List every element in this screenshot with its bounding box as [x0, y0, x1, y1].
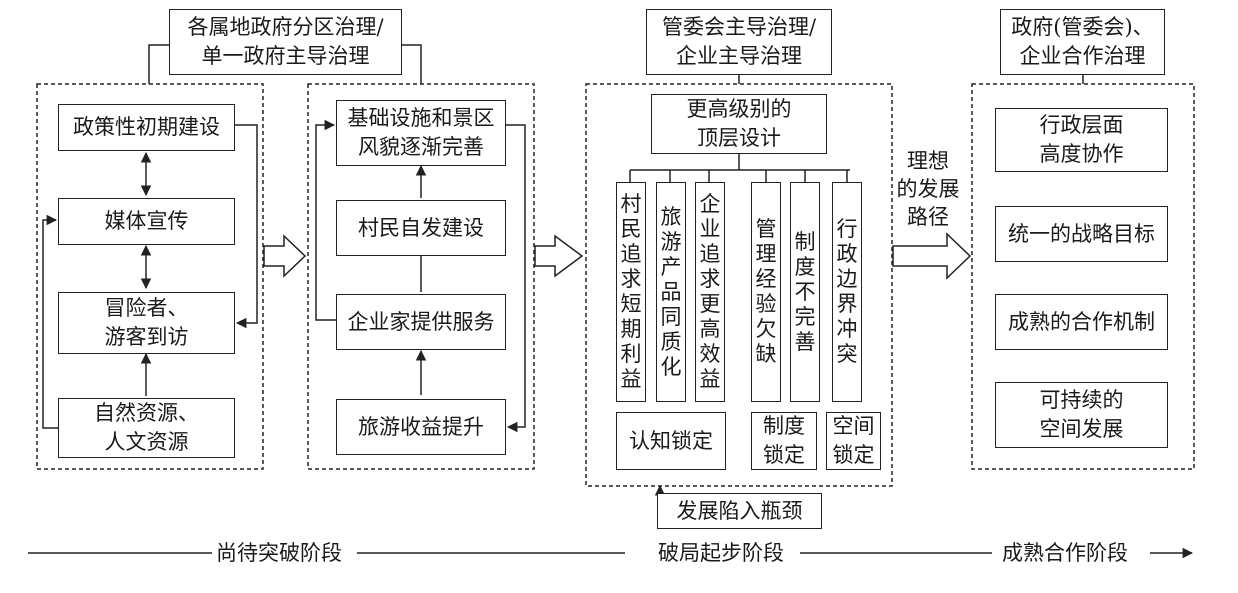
issue-enterprise-efficiency-box: 企业追求更高效益 [695, 182, 725, 402]
sustainable-spatial-development-box: 可持续的 空间发展 [995, 382, 1168, 448]
mature-cooperation-mechanism-box: 成熟的合作机制 [995, 294, 1168, 350]
issue-management-experience-box: 管理经验欠缺 [751, 182, 781, 402]
timeline-stage-breakthrough-pending: 尚待突破阶段 [214, 539, 344, 567]
stage1-governance-label: 各属地政府分区治理/ 单一政府主导治理 [169, 9, 402, 75]
policy-initial-construction-box: 政策性初期建设 [58, 104, 235, 151]
loop-resources-media [42, 214, 58, 429]
loop-policy-visitors [235, 124, 258, 329]
ideal-development-path-label: 理想 的发展 路径 [896, 149, 960, 229]
panel-1-frame [36, 83, 264, 470]
villagers-self-construction-box: 村民自发建设 [336, 200, 506, 256]
unified-strategic-goal-box: 统一的战略目标 [995, 206, 1168, 262]
loop-entre-infra [315, 119, 336, 321]
panel-4-frame [971, 83, 1195, 470]
admin-coordination-box: 行政层面 高度协作 [995, 108, 1168, 172]
top-level-design-box: 更高级别的 顶层设计 [651, 94, 827, 154]
stage3-governance-label: 政府(管委会)、 企业合作治理 [1000, 9, 1165, 75]
development-bottleneck-box: 发展陷入瓶颈 [657, 493, 822, 529]
issue-homogenized-products-box: 旅游产品同质化 [656, 182, 686, 402]
spatial-lock-box: 空间 锁定 [826, 412, 881, 470]
stage1-bracket [148, 44, 169, 84]
loop-infra-revenue [506, 124, 526, 433]
panel-3-frame [585, 83, 893, 487]
natural-cultural-resources-box: 自然资源、 人文资源 [58, 398, 235, 458]
hollow-arrow-1 [263, 234, 307, 278]
institutional-lock-box: 制度 锁定 [751, 412, 817, 470]
media-promotion-box: 媒体宣传 [58, 198, 235, 245]
stage2-governance-label: 管委会主导治理/ 企业主导治理 [646, 9, 832, 75]
tourism-revenue-box: 旅游收益提升 [336, 399, 506, 455]
issue-admin-boundary-box: 行政边界冲突 [832, 182, 862, 402]
hollow-arrow-2 [534, 234, 584, 278]
adventurers-visitors-box: 冒险者、 游客到访 [58, 292, 235, 354]
timeline-stage-mature-cooperation: 成熟合作阶段 [1000, 539, 1130, 567]
issue-institution-imperfect-box: 制度不完善 [790, 182, 820, 402]
cognitive-lock-box: 认知锁定 [616, 412, 726, 470]
timeline-stage-breaking-start: 破局起步阶段 [656, 539, 786, 567]
entrepreneurs-services-box: 企业家提供服务 [336, 294, 506, 350]
issue-villager-short-term-box: 村民追求短期利益 [616, 182, 646, 402]
infrastructure-improvement-box: 基础设施和景区 风貌逐渐完善 [336, 100, 506, 166]
hollow-arrow-3 [892, 232, 972, 280]
